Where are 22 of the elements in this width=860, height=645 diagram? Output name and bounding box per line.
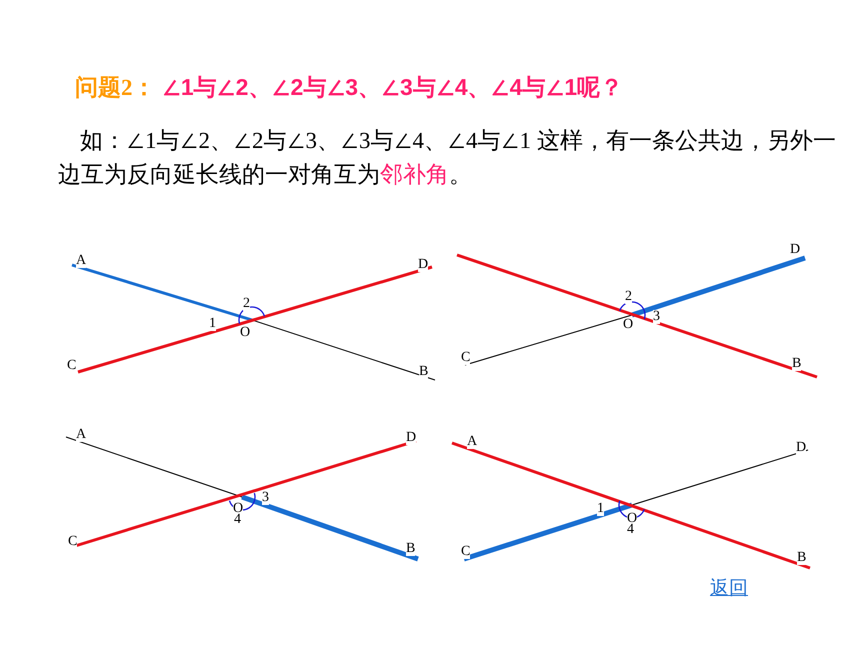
point-label: A: [467, 435, 478, 449]
angle-number: 2: [625, 290, 632, 304]
angle-number: 1: [209, 317, 216, 331]
angle-number: 3: [262, 491, 269, 505]
point-label: D: [406, 431, 416, 445]
point-label: C: [461, 351, 470, 365]
point-label: D: [418, 258, 428, 272]
point-label: B: [406, 542, 416, 556]
point-label: A: [76, 428, 86, 442]
angle-number: 2: [243, 297, 250, 311]
point-label: B: [792, 357, 802, 371]
point-label: A: [76, 254, 86, 268]
angle-number: 3: [653, 310, 660, 324]
point-label: B: [419, 365, 428, 379]
point-label: D: [796, 441, 806, 455]
point-label: C: [68, 535, 78, 549]
point-label: B: [797, 551, 806, 565]
angle-number: 1: [597, 502, 604, 516]
point-label: C: [461, 545, 470, 559]
explanation-paragraph: 如：∠1与∠2、∠2与∠3、∠3与∠4、∠4与∠1 这样，有一条公共边，另外一边互为反向延长线的一对角互为邻补角。: [58, 127, 837, 189]
back-link: 返回: [710, 577, 748, 601]
question-heading: 问题2： ∠1与∠2、∠2与∠3、∠3与∠4、∠4与∠1呢？: [75, 73, 624, 102]
